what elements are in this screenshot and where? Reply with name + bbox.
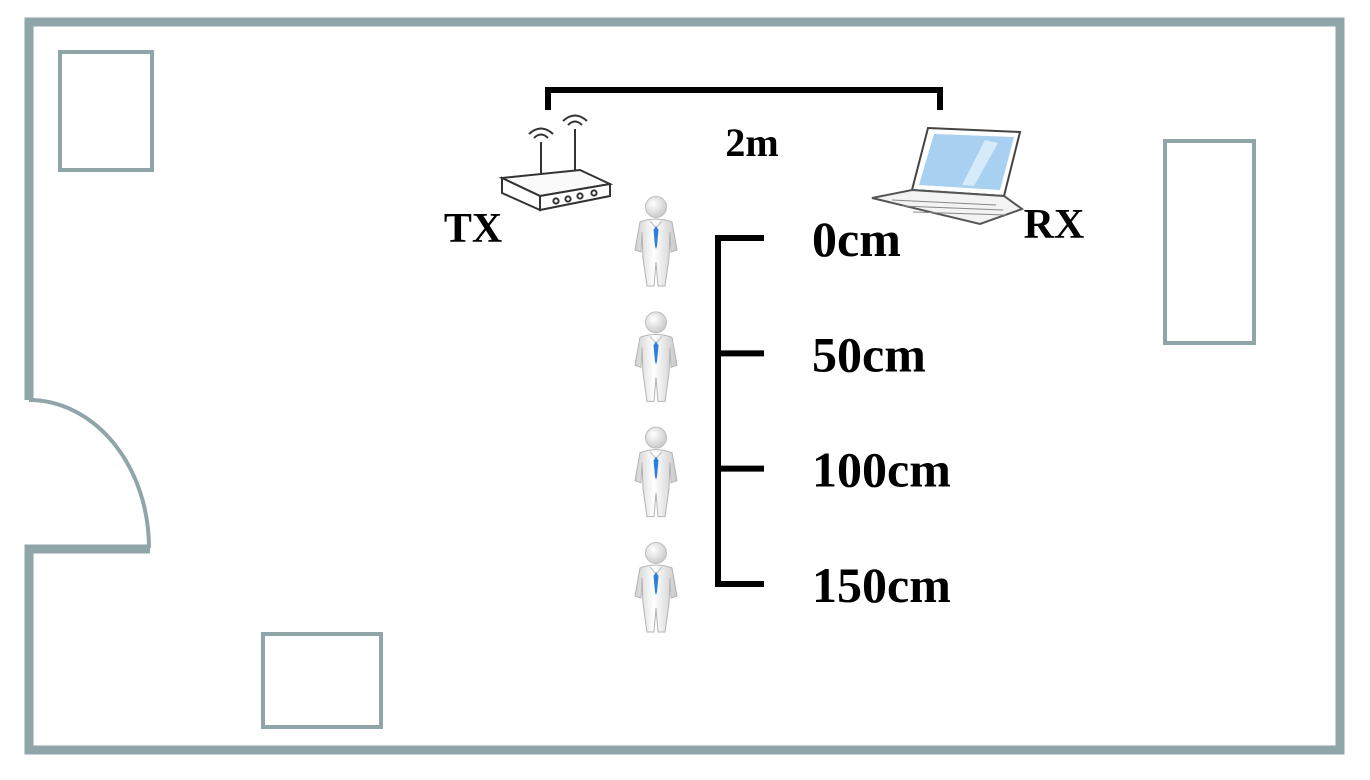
room-walls — [24, 17, 1345, 755]
furniture — [58, 50, 1256, 729]
wifi-router-icon — [498, 114, 614, 212]
tx-rx-distance-bracket — [545, 87, 943, 110]
furniture-bottom — [261, 632, 383, 729]
rx-label: RX — [1024, 202, 1085, 248]
tx-rx-distance-label: 2m — [725, 120, 778, 165]
furniture-top-left — [58, 50, 154, 172]
furniture-right — [1163, 139, 1256, 345]
person-icon — [634, 542, 678, 633]
door-arc — [28, 398, 151, 549]
distance-label: 0cm — [812, 211, 901, 267]
tx-label: TX — [444, 206, 502, 252]
person-icon — [634, 196, 678, 287]
distance-label: 100cm — [812, 442, 951, 498]
laptop-icon — [871, 126, 1025, 226]
person-icon — [634, 426, 678, 518]
person-icon — [634, 311, 678, 402]
distance-label: 50cm — [812, 326, 926, 382]
distance-label: 150cm — [812, 557, 951, 613]
people — [634, 196, 678, 633]
distance-scale: 0cm 50cm 100cm 150cm — [715, 211, 951, 613]
outer-wall — [24, 17, 1345, 755]
